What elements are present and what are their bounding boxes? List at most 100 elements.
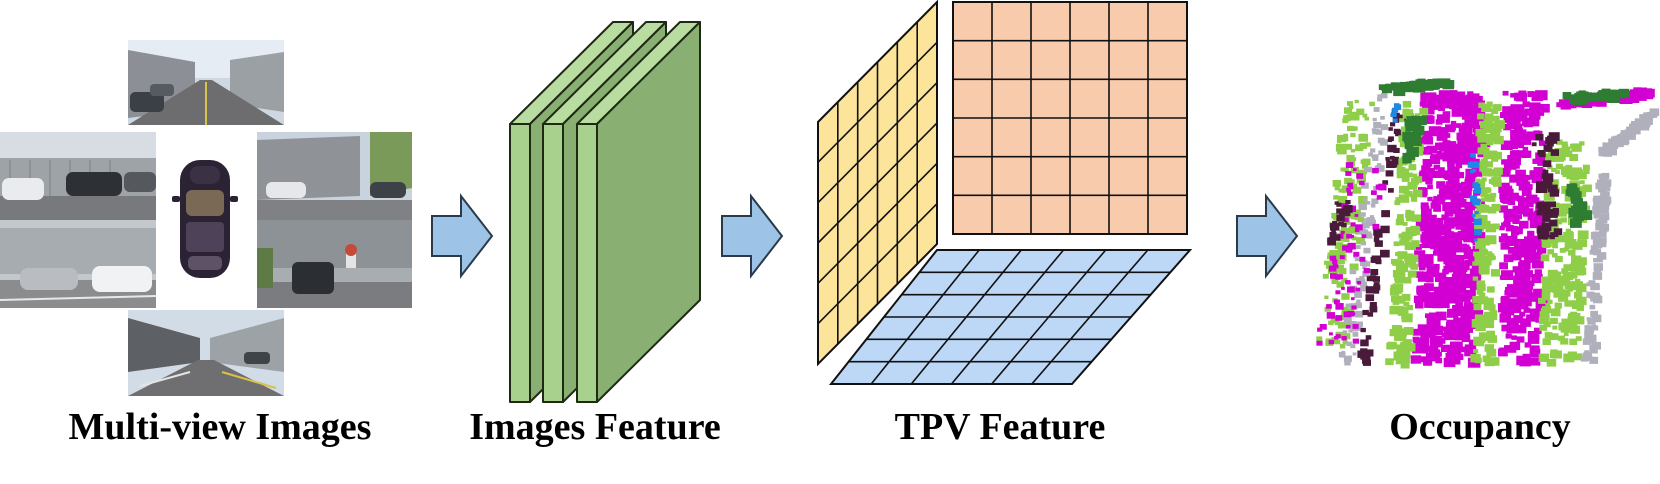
occupancy-voxel <box>1460 212 1471 221</box>
occupancy-voxel <box>1390 122 1396 127</box>
occupancy-voxel <box>1455 243 1467 253</box>
occupancy-voxel <box>1488 314 1497 321</box>
occupancy-voxel <box>1429 344 1439 351</box>
occupancy-voxel <box>1354 257 1360 262</box>
occupancy-voxel <box>1410 178 1420 185</box>
occupancy-voxel <box>1426 230 1436 238</box>
occupancy-voxel <box>1569 154 1579 161</box>
occupancy-voxel <box>1397 251 1408 260</box>
occupancy-voxel <box>1365 297 1370 301</box>
occupancy-voxel <box>1364 349 1374 357</box>
occupancy-voxel <box>1371 190 1377 195</box>
occupancy-voxel <box>1589 337 1597 344</box>
occupancy-voxel <box>1397 114 1406 122</box>
occupancy-voxel <box>1316 336 1323 342</box>
occupancy-voxel <box>1464 326 1473 333</box>
occupancy-voxel <box>1397 164 1403 170</box>
occupancy-voxel <box>1465 235 1473 241</box>
occupancy-voxel <box>1358 196 1368 204</box>
occupancy-voxel <box>1410 80 1419 87</box>
occupancy-voxel <box>1373 289 1380 294</box>
occupancy-voxel <box>1486 139 1494 146</box>
occupancy-voxel <box>1485 161 1493 168</box>
camera-view-rear-right <box>257 220 412 308</box>
occupancy-voxel <box>1512 306 1522 313</box>
occupancy-voxel <box>1433 250 1439 256</box>
occupancy-voxel <box>1554 218 1563 225</box>
occupancy-voxel <box>1524 175 1531 181</box>
occupancy-voxel <box>1564 300 1573 307</box>
occupancy-voxel <box>1362 359 1371 366</box>
occupancy-voxel <box>1638 93 1647 100</box>
occupancy-voxel <box>1360 354 1367 359</box>
occupancy-voxel <box>1466 117 1476 125</box>
occupancy-voxel <box>1567 286 1574 292</box>
occupancy-voxel <box>1485 188 1492 193</box>
occupancy-voxel <box>1364 116 1370 121</box>
occupancy-voxel <box>1399 239 1408 246</box>
occupancy-voxel <box>1475 171 1483 177</box>
occupancy-voxel <box>1616 135 1622 139</box>
occupancy-voxel <box>1339 344 1346 349</box>
occupancy-voxel <box>1549 179 1559 187</box>
occupancy-voxel <box>1551 209 1559 216</box>
occupancy-voxel <box>1541 173 1549 179</box>
occupancy-voxel <box>1462 228 1475 239</box>
occupancy-voxel <box>1350 344 1356 349</box>
occupancy-voxel <box>1500 185 1513 195</box>
occupancy-voxel <box>1341 293 1350 300</box>
occupancy-voxel <box>1355 245 1361 249</box>
occupancy-voxel <box>1556 102 1563 108</box>
occupancy-voxel <box>1397 214 1404 220</box>
occupancy-voxel <box>1478 215 1488 222</box>
occupancy-voxel <box>1602 179 1612 187</box>
occupancy-voxel <box>1392 118 1398 123</box>
occupancy-voxel <box>1349 111 1359 120</box>
occupancy-voxel <box>1438 90 1451 100</box>
occupancy-voxel <box>1341 350 1346 354</box>
occupancy-voxel <box>1403 327 1414 335</box>
occupancy-voxel <box>1592 205 1598 211</box>
occupancy-voxel <box>1419 107 1429 115</box>
occupancy-voxel <box>1476 289 1484 295</box>
occupancy-voxel <box>1331 229 1336 233</box>
occupancy-voxel <box>1407 182 1418 190</box>
occupancy-voxel <box>1491 151 1498 157</box>
occupancy-voxel <box>1435 272 1444 279</box>
occupancy-voxel <box>1401 314 1407 320</box>
occupancy-voxel <box>1645 113 1652 119</box>
occupancy-voxel <box>1455 293 1467 302</box>
occupancy-voxel <box>1356 237 1365 245</box>
occupancy-voxel <box>1478 296 1487 304</box>
occupancy-voxel <box>1608 94 1617 101</box>
ego-car <box>156 132 257 308</box>
occupancy-voxel <box>1583 169 1590 174</box>
occupancy-voxel <box>1472 272 1482 279</box>
occupancy-voxel <box>1461 113 1470 120</box>
occupancy-voxel <box>1639 114 1648 121</box>
occupancy-voxel <box>1576 210 1585 217</box>
occupancy-voxel <box>1427 109 1435 115</box>
occupancy-voxel <box>1347 125 1354 131</box>
occupancy-voxel <box>1535 130 1543 137</box>
occupancy-voxel <box>1548 219 1558 227</box>
occupancy-voxel <box>1404 243 1414 251</box>
occupancy-voxel <box>1582 184 1592 193</box>
occupancy-voxel <box>1406 234 1413 240</box>
occupancy-voxel <box>1347 286 1355 293</box>
occupancy-voxel <box>1529 118 1540 127</box>
occupancy-voxel <box>1617 142 1624 148</box>
occupancy-voxel <box>1584 352 1591 358</box>
occupancy-voxel <box>1467 357 1481 368</box>
occupancy-voxel <box>1420 295 1429 303</box>
occupancy-voxel <box>1336 202 1342 207</box>
occupancy-voxel <box>1447 308 1459 318</box>
occupancy-voxel <box>1438 281 1450 291</box>
occupancy-voxel <box>1531 315 1540 322</box>
occupancy-voxel <box>1423 137 1434 145</box>
occupancy-voxel <box>1628 94 1640 103</box>
occupancy-voxel <box>1354 228 1360 233</box>
occupancy-voxel <box>1536 243 1544 249</box>
occupancy-voxel <box>1529 102 1541 112</box>
occupancy-voxel <box>1516 110 1528 120</box>
